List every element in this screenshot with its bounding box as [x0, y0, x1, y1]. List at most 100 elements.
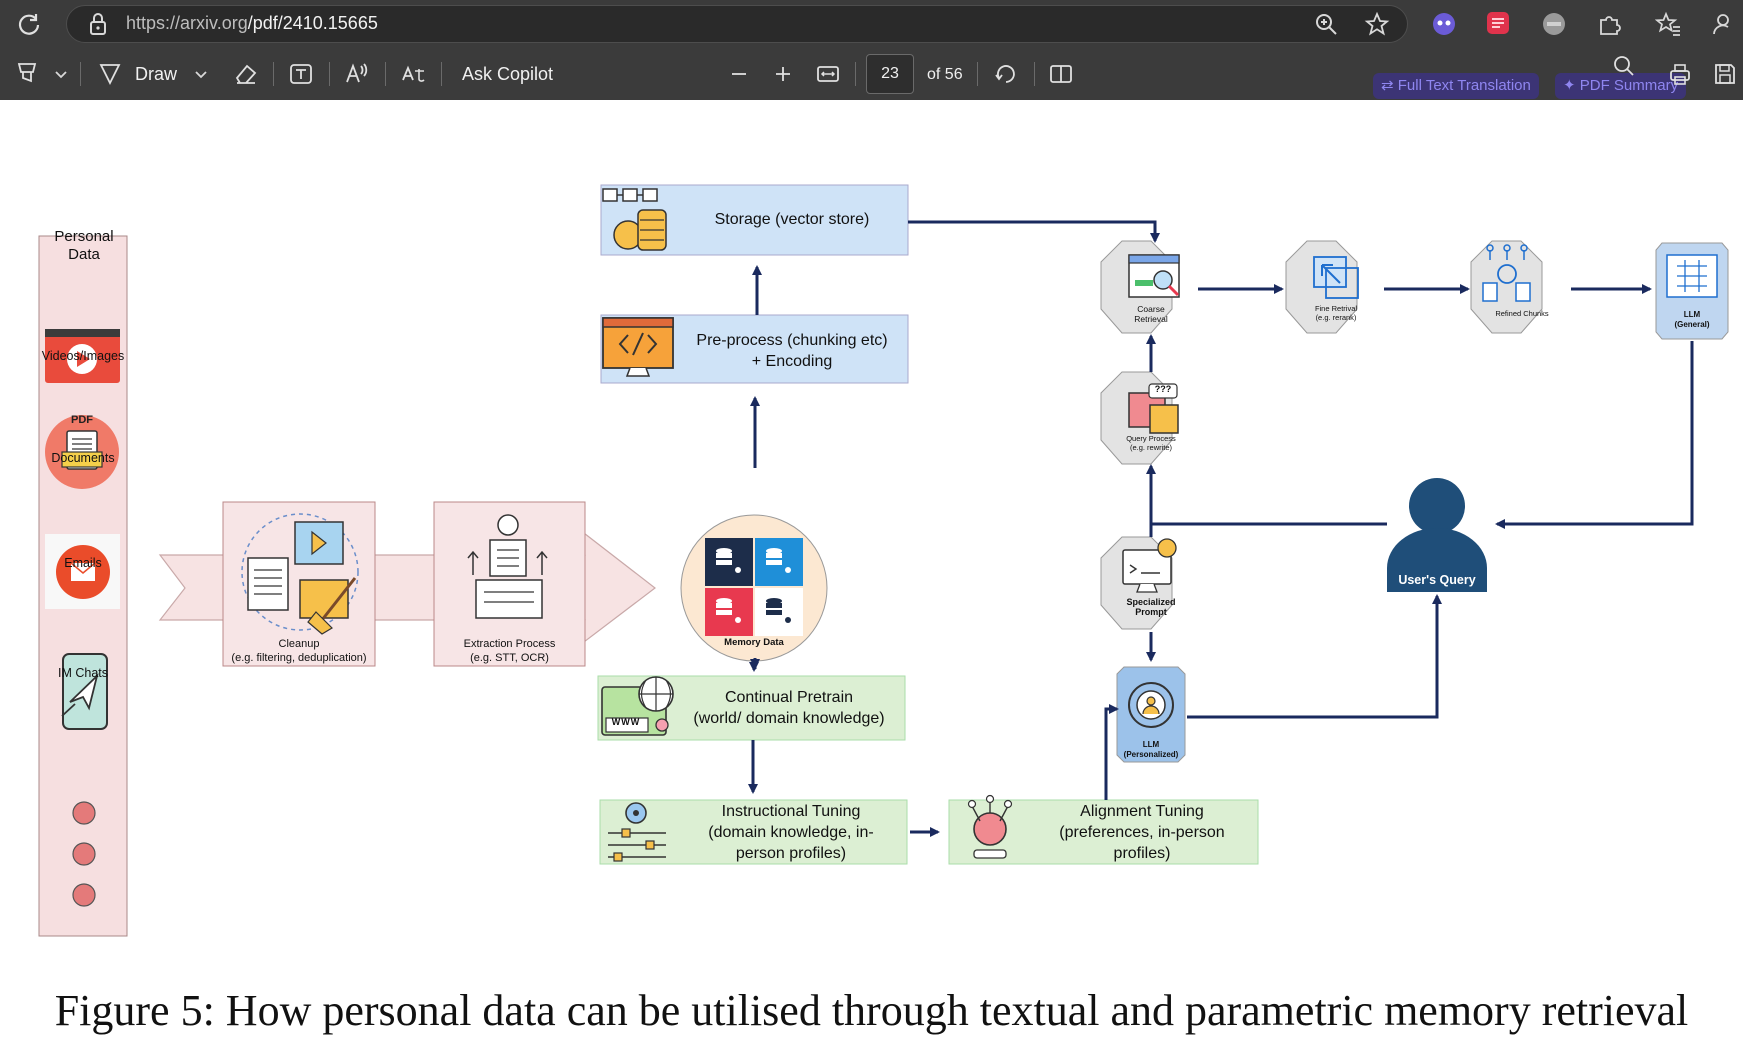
pdf-summary-button[interactable]: ✦ PDF Summary [1555, 73, 1687, 99]
llm-personalized-line2: (Personalized) [1123, 750, 1179, 759]
search-icon[interactable] [1611, 53, 1637, 79]
extension-purple-icon[interactable] [1431, 11, 1457, 37]
instructional-tuning-line3: person profiles) [735, 845, 847, 862]
page-count-label: of 56 [927, 66, 963, 83]
fine-retrieval-line2: (e.g. rerank) [1315, 313, 1357, 322]
extraction-title: Extraction Process [463, 638, 556, 650]
translate-spark-icon: ⇄ [1381, 77, 1398, 94]
url-text: https://arxiv.org/pdf/2410.15665 [126, 13, 378, 34]
draw-button[interactable]: Draw [135, 64, 178, 84]
ask-copilot-button[interactable]: Ask Copilot [462, 64, 554, 84]
extraction-robot-icon [467, 514, 548, 619]
www-badge-label: WWW [611, 717, 641, 727]
www-globe-icon [601, 676, 674, 736]
more-dot [72, 801, 96, 825]
full-text-translation-button[interactable]: ⇄ Full Text Translation [1373, 73, 1539, 99]
extension-red-icon[interactable] [1485, 10, 1511, 36]
llm-general-line1: LLM [1683, 310, 1701, 319]
database-tiles-icon [705, 538, 803, 636]
rotate-icon[interactable] [993, 61, 1019, 87]
continual-pretrain-label: Continual Pretrain (world/ domain knowle… [673, 687, 905, 729]
instructional-tuning-box [599, 799, 908, 865]
lock-icon[interactable] [88, 12, 108, 36]
brain-circuit-icon [967, 794, 1013, 859]
llm-general-label: LLM (General) [1656, 310, 1728, 330]
favorite-star-icon[interactable] [1364, 11, 1390, 37]
users-query-node [1387, 472, 1487, 592]
refined-chunks-label: Refined Chunks [1495, 309, 1549, 318]
zoom-out-icon[interactable] [726, 61, 752, 87]
figure-caption: Figure 5: How personal data can be utili… [54, 986, 1689, 1035]
vector-store-icon [602, 188, 667, 251]
zoom-in-icon[interactable] [770, 61, 796, 87]
url-field[interactable] [66, 5, 1408, 43]
read-aloud-icon[interactable] [344, 61, 370, 87]
chevron-down-icon[interactable] [188, 61, 214, 87]
address-bar: https://arxiv.org/pdf/2410.15665 [0, 0, 1743, 48]
cleanup-subtitle: (e.g. filtering, deduplication) [231, 652, 367, 664]
figure-diagram [38, 184, 1729, 937]
email-icon [45, 534, 120, 609]
save-icon[interactable] [1712, 61, 1738, 87]
full-text-translation-label: Full Text Translation [1397, 77, 1531, 94]
coarse-retrieval-line1: Coarse [1137, 304, 1165, 314]
draw-pen-icon[interactable] [97, 60, 123, 86]
extensions-puzzle-icon[interactable] [1596, 11, 1622, 37]
im-chats-label: IM Chats [57, 666, 108, 680]
specialized-prompt-line2: Prompt [1135, 607, 1167, 617]
eraser-icon[interactable] [233, 61, 259, 87]
continual-pretrain-subtitle: (world/ domain knowledge) [693, 710, 885, 727]
emails-label: Emails [64, 556, 102, 570]
alignment-tuning-label: Alignment Tuning (preferences, in-person… [1026, 801, 1258, 864]
text-box-icon[interactable] [288, 61, 314, 87]
specialized-prompt-node [1100, 536, 1177, 630]
preprocess-label: Pre-process (chunking etc) + Encoding [676, 330, 908, 372]
llm-personalized-label: LLM (Personalized) [1111, 740, 1191, 760]
users-query-label: User's Query [1398, 573, 1476, 587]
preprocess-subtitle: + Encoding [751, 353, 833, 370]
alignment-tuning-line2: (preferences, in-person [1059, 824, 1225, 841]
zoom-icon[interactable] [1313, 11, 1339, 37]
video-player-icon [45, 329, 120, 383]
code-monitor-icon [602, 317, 674, 377]
continual-pretrain-title: Continual Pretrain [724, 689, 854, 706]
specialized-prompt-line1: Specialized [1126, 597, 1176, 607]
query-process-label: Query Process (e.g. rewrite) [1101, 434, 1201, 452]
query-process-line2: (e.g. rewrite) [1129, 443, 1173, 452]
alignment-tuning-line3: profiles) [1113, 845, 1171, 862]
query-process-line1: Query Process [1126, 434, 1176, 443]
storage-label: Storage (vector store) [714, 211, 870, 228]
extension-grey-icon[interactable] [1541, 11, 1567, 37]
alignment-tuning-title: Alignment Tuning [1080, 803, 1204, 820]
personal-data-title: Personal Data [54, 228, 114, 263]
chevron-down-icon[interactable] [48, 61, 74, 87]
cleanup-label: Cleanup (e.g. filtering, deduplication) [223, 637, 375, 665]
flow-arrows [748, 220, 1694, 837]
fine-retrieval-node [1285, 240, 1359, 334]
profile-sync-icon[interactable] [1711, 11, 1737, 37]
page-number-input[interactable]: 23 [866, 54, 914, 94]
im-chat-phone-icon [61, 653, 108, 730]
fine-retrieval-label: Fine Retrival (e.g. rerank) [1296, 304, 1376, 322]
memory-data-label: Memory Data [724, 637, 784, 648]
highlighter-icon[interactable] [14, 59, 40, 85]
instructional-tuning-label: Instructional Tuning (domain knowledge, … [675, 801, 907, 864]
url-host: https://arxiv.org [126, 13, 248, 33]
llm-general-line2: (General) [1674, 320, 1710, 329]
favorites-list-icon[interactable] [1655, 11, 1681, 37]
page-view-icon[interactable] [1048, 61, 1074, 87]
reload-icon[interactable] [16, 11, 42, 37]
translate-icon[interactable] [400, 61, 426, 87]
print-icon[interactable] [1667, 61, 1693, 87]
refined-chunks-node [1470, 240, 1543, 334]
query-process-node [1100, 371, 1179, 465]
llm-personalized-node [1116, 666, 1186, 763]
videos-images-label: Videos/Images [41, 349, 125, 363]
question-marks-label: ??? [1154, 384, 1172, 394]
preprocess-title: Pre-process (chunking etc) [696, 332, 888, 349]
instructional-tuning-line2: (domain knowledge, in- [708, 824, 874, 841]
url-path: /pdf/2410.15665 [247, 13, 378, 33]
fit-width-icon[interactable] [815, 61, 841, 87]
cleanup-files-icon [241, 513, 359, 635]
tuning-sliders-icon [608, 802, 666, 862]
